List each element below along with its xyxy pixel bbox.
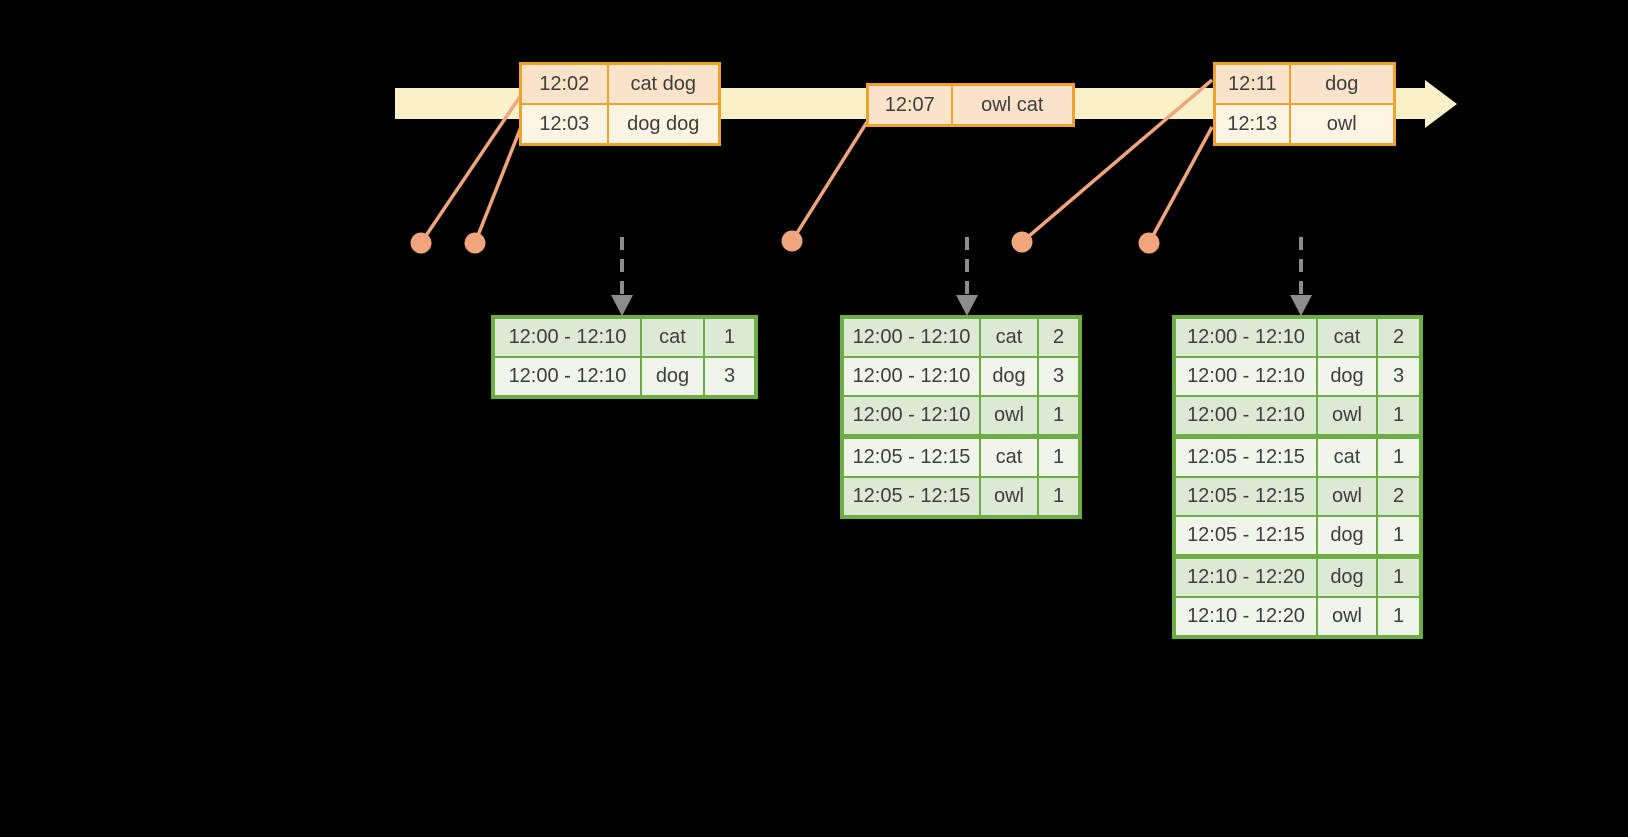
result-row: 12:05 - 12:15 dog 1 [1173, 515, 1422, 558]
result-word-cell: dog [979, 356, 1039, 397]
connector-line-12:07 [790, 121, 869, 242]
result-row: 12:00 - 12:10 dog 3 [841, 356, 1081, 397]
event-table-3: 12:11 dog 12:13 owl [1213, 62, 1396, 146]
event-dot-12:13 [1138, 232, 1160, 254]
event-connector-lines [419, 78, 1214, 244]
result-row: 12:00 - 12:10 cat 2 [1173, 316, 1422, 358]
result-row: 12:00 - 12:10 dog 3 [1173, 356, 1422, 397]
event-row: 12:03 dog dog [519, 103, 721, 146]
event-dot-12:03 [464, 232, 486, 254]
result-row: 12:00 - 12:10 owl 1 [841, 395, 1081, 438]
timeline-arrowhead-icon [1425, 80, 1457, 128]
result-window-cell: 12:00 - 12:10 [1173, 316, 1318, 358]
result-window-cell: 12:05 - 12:15 [1173, 515, 1318, 558]
result-word-cell: dog [1316, 356, 1378, 397]
result-word-cell: cat [979, 434, 1039, 478]
result-window-cell: 12:00 - 12:10 [841, 395, 981, 438]
result-row: 12:00 - 12:10 dog 3 [492, 356, 757, 398]
result-word-cell: owl [1316, 596, 1378, 638]
event-dots [410, 230, 1160, 254]
trigger-arrowhead-icon-2 [956, 295, 978, 316]
event-time-cell: 12:13 [1213, 103, 1291, 146]
event-row: 12:02 cat dog [519, 62, 721, 105]
result-count-cell: 1 [1376, 515, 1422, 558]
result-word-cell: owl [1316, 476, 1378, 517]
result-window-cell: 12:05 - 12:15 [1173, 476, 1318, 517]
result-window-cell: 12:05 - 12:15 [841, 434, 981, 478]
result-word-cell: owl [979, 476, 1039, 518]
trigger-arrows [611, 237, 1312, 316]
result-count-cell: 1 [1037, 476, 1081, 518]
event-dot-12:02 [410, 232, 432, 254]
result-count-cell: 1 [1376, 434, 1422, 478]
event-table-2: 12:07 owl cat [866, 83, 1075, 127]
event-words-cell: cat dog [606, 62, 721, 105]
result-window-cell: 12:05 - 12:15 [841, 476, 981, 518]
result-count-cell: 1 [1037, 395, 1081, 438]
connector-line-12:02 [419, 94, 523, 244]
result-word-cell: cat [640, 316, 705, 358]
result-count-cell: 1 [703, 316, 757, 358]
result-row: 12:05 - 12:15 cat 1 [841, 434, 1081, 478]
connector-line-12:03 [473, 126, 523, 244]
result-word-cell: cat [1316, 434, 1378, 478]
connector-line-12:13 [1147, 126, 1214, 244]
event-time-cell: 12:07 [866, 83, 953, 127]
result-count-cell: 2 [1376, 316, 1422, 358]
result-window-cell: 12:00 - 12:10 [841, 356, 981, 397]
result-word-cell: dog [1316, 515, 1378, 558]
result-window-cell: 12:00 - 12:10 [1173, 356, 1318, 397]
result-window-cell: 12:05 - 12:15 [1173, 434, 1318, 478]
trigger-arrowhead-icon-3 [1290, 295, 1312, 316]
event-time-cell: 12:11 [1213, 62, 1291, 105]
event-words-cell: dog dog [606, 103, 721, 146]
result-row: 12:10 - 12:20 dog 1 [1173, 554, 1422, 598]
result-window-cell: 12:00 - 12:10 [1173, 395, 1318, 438]
event-time-cell: 12:03 [519, 103, 609, 146]
result-word-cell: cat [1316, 316, 1378, 358]
result-count-cell: 1 [1376, 395, 1422, 438]
event-row: 12:07 owl cat [866, 83, 1075, 127]
trigger-arrowhead-icon-1 [611, 295, 633, 316]
result-word-cell: dog [1316, 554, 1378, 598]
event-row: 12:11 dog [1213, 62, 1396, 105]
connector-line-12:11 [1020, 78, 1214, 244]
result-word-cell: owl [979, 395, 1039, 438]
event-dot-12:11 [1011, 231, 1033, 253]
result-count-cell: 1 [1376, 554, 1422, 598]
result-window-cell: 12:00 - 12:10 [492, 356, 642, 398]
result-word-cell: owl [1316, 395, 1378, 438]
result-count-cell: 2 [1376, 476, 1422, 517]
event-words-cell: owl cat [950, 83, 1075, 127]
result-count-cell: 1 [1037, 434, 1081, 478]
result-count-cell: 3 [1376, 356, 1422, 397]
result-count-cell: 1 [1376, 596, 1422, 638]
result-row: 12:05 - 12:15 owl 1 [841, 476, 1081, 518]
result-window-cell: 12:10 - 12:20 [1173, 596, 1318, 638]
event-words-cell: owl [1288, 103, 1396, 146]
event-table-1: 12:02 cat dog 12:03 dog dog [519, 62, 721, 146]
result-word-cell: dog [640, 356, 705, 398]
result-window-cell: 12:00 - 12:10 [841, 316, 981, 358]
event-dot-12:07 [781, 230, 803, 252]
result-row: 12:10 - 12:20 owl 1 [1173, 596, 1422, 638]
result-row: 12:00 - 12:10 cat 1 [492, 316, 757, 358]
result-window-cell: 12:10 - 12:20 [1173, 554, 1318, 598]
event-words-cell: dog [1288, 62, 1396, 105]
result-row: 12:00 - 12:10 owl 1 [1173, 395, 1422, 438]
result-count-cell: 3 [1037, 356, 1081, 397]
result-table-1: 12:00 - 12:10 cat 1 12:00 - 12:10 dog 3 [491, 315, 758, 399]
result-row: 12:05 - 12:15 owl 2 [1173, 476, 1422, 517]
result-table-3: 12:00 - 12:10 cat 2 12:00 - 12:10 dog 3 … [1172, 315, 1423, 639]
result-count-cell: 2 [1037, 316, 1081, 358]
result-row: 12:05 - 12:15 cat 1 [1173, 434, 1422, 478]
result-table-2: 12:00 - 12:10 cat 2 12:00 - 12:10 dog 3 … [840, 315, 1082, 519]
event-row: 12:13 owl [1213, 103, 1396, 146]
result-window-cell: 12:00 - 12:10 [492, 316, 642, 358]
result-word-cell: cat [979, 316, 1039, 358]
result-row: 12:00 - 12:10 cat 2 [841, 316, 1081, 358]
result-count-cell: 3 [703, 356, 757, 398]
event-time-cell: 12:02 [519, 62, 609, 105]
